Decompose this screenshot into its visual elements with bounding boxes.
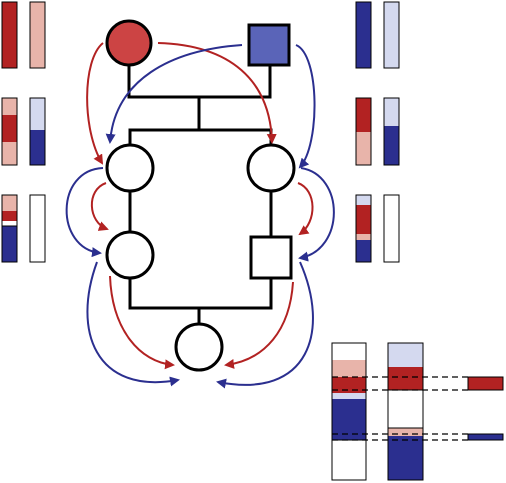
chromosome-strand [383, 1, 400, 69]
chromosome-outline [387, 342, 424, 481]
chromosome-outline [331, 342, 367, 481]
chromosome-child-left [1, 97, 46, 166]
chromosome-strand [29, 194, 46, 263]
chromosome-segment [388, 343, 423, 367]
chromosome-segment [356, 195, 371, 205]
arrow-red-founder-to-child-left [86, 42, 104, 165]
arrow-red-founder-to-child-right [157, 42, 277, 144]
child-left-circle [105, 143, 155, 193]
child-right-circle [246, 143, 296, 193]
founder-female-circle [105, 19, 153, 67]
chromosome-segment [332, 360, 366, 377]
pedigree-lines [127, 65, 273, 324]
chromosome-grandchild-right [355, 194, 400, 263]
chromosome-segment [356, 234, 371, 240]
chromosome-outline [1, 97, 18, 166]
chromosome-great-grandchild [331, 342, 424, 481]
chromosome-segment [384, 98, 399, 126]
arrow-red-grandchild-right-to-great-grandchild [224, 281, 294, 369]
chromosome-outline [383, 97, 400, 166]
chromosome-segment [2, 211, 17, 221]
arrow-red-child-right-to-grandchild-right [297, 182, 314, 236]
pedigree-nodes [105, 19, 296, 372]
arrow-blue-child-left-to-grandchild-left [65, 167, 104, 258]
arrow-blue-child-right-to-grandchild-right [298, 167, 335, 262]
chromosome-strand [383, 194, 400, 263]
inheritance-arrows [65, 42, 335, 389]
descent-line-children [128, 97, 273, 145]
chromosome-strand [1, 1, 18, 69]
shared-segment-blue [467, 433, 504, 441]
chromosome-segment [384, 126, 399, 165]
chromosome-segment [356, 240, 371, 262]
chromosome-segment [332, 440, 366, 480]
grandchild-left-circle [105, 230, 155, 280]
chromosome-segment [30, 98, 45, 130]
mating-line-grandchildren [128, 278, 273, 310]
chromosome-segment [356, 205, 371, 234]
shared-segment-highlights [332, 376, 504, 441]
chromosome-founder-male [355, 1, 400, 69]
arrow-blue-grandchild-left-to-great-grandchild [86, 261, 180, 387]
chromosome-segment [2, 226, 17, 262]
chromosome-segment [2, 142, 17, 165]
grandchild-right-square [249, 235, 293, 280]
chromosome-segment [30, 130, 45, 165]
chromosome-strand [29, 1, 46, 69]
chromosome-grandchild-left [1, 194, 46, 263]
chromosome-segment [2, 98, 17, 115]
chromosome-segment [2, 115, 17, 142]
chromosome-segment [388, 390, 423, 428]
founder-male-square [247, 23, 291, 67]
chromosome-segment [356, 98, 371, 132]
chromosome-outline [1, 194, 18, 263]
arrow-red-grandchild-left-to-great-grandchild [109, 275, 175, 370]
chromosome-child-right [355, 97, 400, 166]
arrow-red-child-left-to-grandchild-left [90, 182, 109, 231]
chromosome-segment [2, 221, 17, 226]
chromosome-segment [332, 399, 366, 440]
chromosome-outline [29, 97, 46, 166]
chromosome-outline [355, 97, 372, 166]
chromosome-segment [388, 367, 423, 390]
arrow-blue-founder-to-child-left [105, 44, 243, 144]
arrow-blue-founder-to-child-right [295, 44, 316, 169]
chromosome-strand [355, 1, 372, 69]
chromosome-outline [355, 194, 372, 263]
chromosome-segment [356, 132, 371, 165]
chromosome-founder-female [1, 1, 46, 69]
chromosome-segment [332, 343, 366, 360]
chromosome-segment [332, 377, 366, 393]
arrow-blue-grandchild-right-to-great-grandchild [216, 261, 314, 389]
mating-line-founders [127, 65, 272, 99]
shared-segment-red [467, 376, 504, 391]
chromosome-segment [2, 195, 17, 211]
chromosome-segment [332, 393, 366, 399]
chromosome-segment [388, 436, 423, 480]
great-grandchild-circle [174, 322, 224, 372]
chromosome-segment [388, 428, 423, 436]
